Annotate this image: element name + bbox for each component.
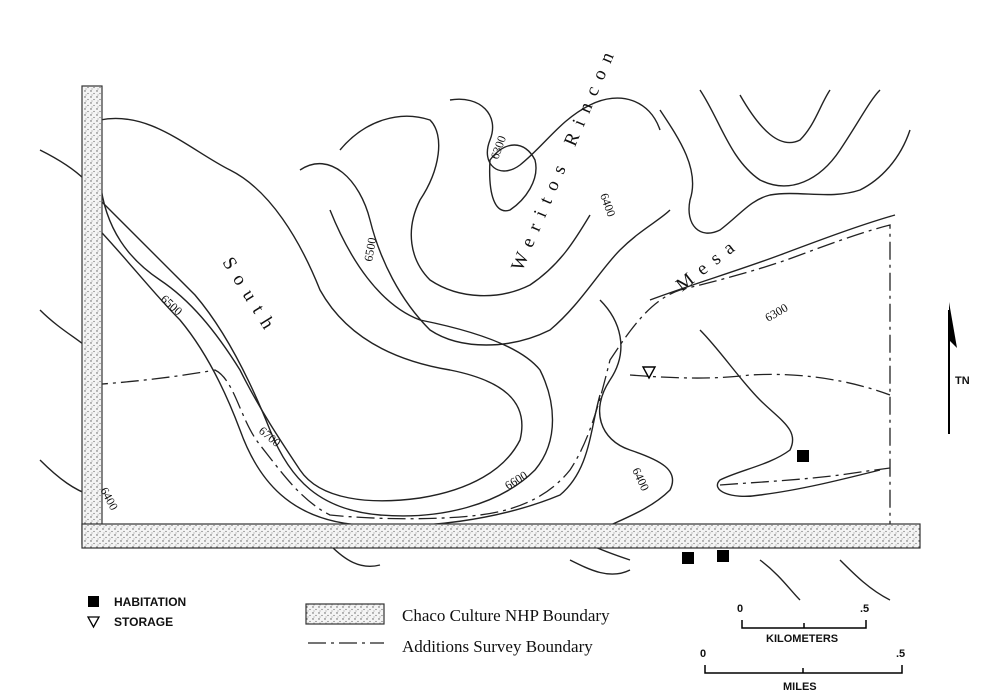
km-scale-start: 0 <box>737 603 743 615</box>
habitation-site-marker <box>717 550 729 562</box>
survey-boundary-line <box>89 224 891 535</box>
storage-legend-icon <box>86 616 101 629</box>
legend-storage-label: STORAGE <box>114 615 173 629</box>
north-arrow-icon <box>949 302 957 348</box>
sites <box>641 366 809 564</box>
contour-east-upper-2 <box>739 89 831 144</box>
contour-6400-east <box>599 299 674 531</box>
km-scale-label: KILOMETERS <box>766 633 838 645</box>
legend: HABITATION STORAGE Chaco Culture NHP Bou… <box>86 595 610 656</box>
contour-lines <box>39 89 911 601</box>
legend-habitation-label: HABITATION <box>114 595 186 609</box>
place-name-south: South <box>218 254 283 341</box>
contour-6600 <box>94 194 554 517</box>
km-scale-end: .5 <box>860 603 869 615</box>
scale-bars: 0 .5 KILOMETERS 0 .5 MILES <box>700 603 905 693</box>
nhp-boundary-west <box>81 85 103 545</box>
contour-6500-west <box>84 214 601 527</box>
nhp-boundary-south <box>81 523 921 549</box>
survey-boundary <box>89 224 891 535</box>
mi-scale-start: 0 <box>700 648 706 660</box>
mi-scale-bar <box>704 665 903 674</box>
place-name-rincon: Weritos Rincon <box>507 41 622 274</box>
storage-site-marker <box>641 366 657 380</box>
habitation-site-marker <box>797 450 809 462</box>
nhp-boundary <box>81 85 921 549</box>
contour-label: 6700 <box>256 424 283 450</box>
contour-6400-rincon <box>449 97 661 172</box>
contour-label: 6400 <box>597 191 618 218</box>
contour-label: 6400 <box>629 465 652 493</box>
contour-east-lower-1 <box>699 329 881 497</box>
contour-6700 <box>99 117 523 502</box>
contour-east-upper-3 <box>659 109 911 234</box>
contour-labels: 6300 6500 6400 6500 6700 6600 6400 6400 … <box>97 134 790 513</box>
nhp-boundary-legend-swatch <box>305 603 385 625</box>
contour-label: 6600 <box>502 468 530 493</box>
habitation-site-marker <box>682 552 694 564</box>
contour-6300-rincon <box>488 144 537 212</box>
survey-boundary-spur <box>629 373 891 396</box>
place-name-mesa: Mesa <box>672 232 746 296</box>
contour-label: 6300 <box>763 300 791 324</box>
legend-survey-boundary-label: Additions Survey Boundary <box>402 637 593 656</box>
contour-label: 6500 <box>361 236 379 262</box>
mi-scale-label: MILES <box>783 681 817 693</box>
legend-nhp-boundary-label: Chaco Culture NHP Boundary <box>402 606 610 625</box>
contour-6500-rincon <box>339 115 591 297</box>
km-scale-bar <box>741 620 867 629</box>
contour-east-upper-1 <box>699 89 881 187</box>
contour-6500-north <box>299 163 671 346</box>
habitation-legend-icon <box>88 596 99 607</box>
north-arrow-label: TN <box>955 375 970 387</box>
contour-6300-east <box>649 214 896 301</box>
north-arrow: TN <box>948 302 970 434</box>
mi-scale-end: .5 <box>896 648 905 660</box>
